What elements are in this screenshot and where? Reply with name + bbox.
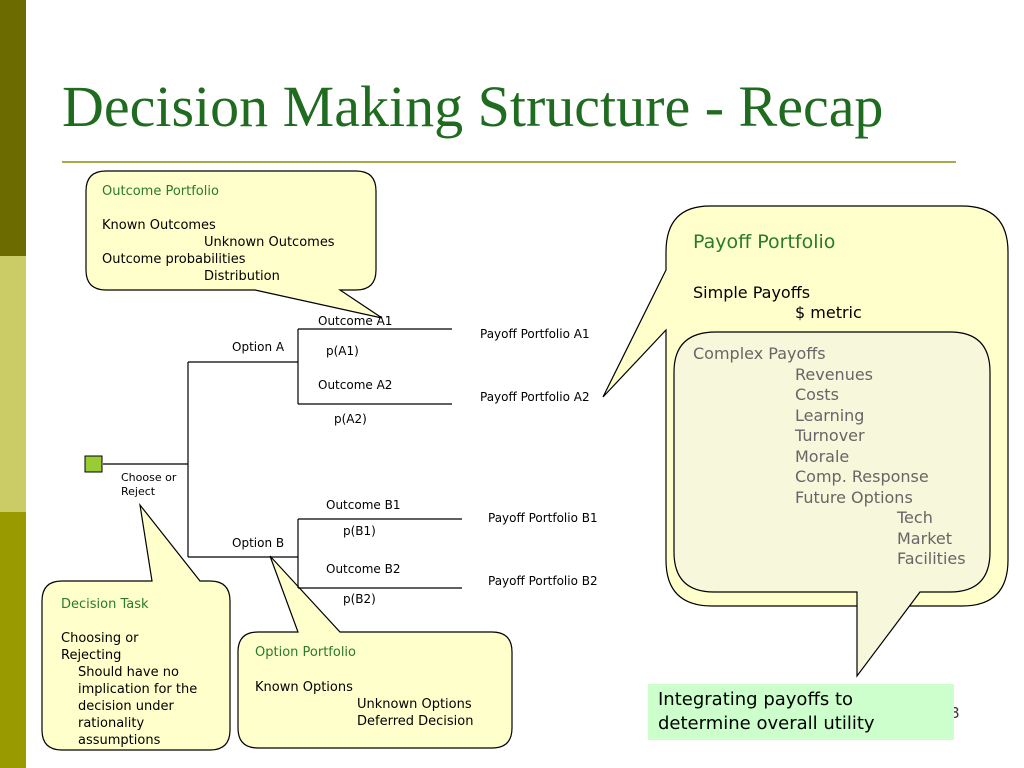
decision-task-line: Choosing or — [61, 631, 139, 646]
decision-task-callout-shape — [41, 502, 231, 751]
decision-label: Reject — [121, 485, 156, 498]
title-divider — [62, 161, 956, 163]
complex-payoff-subitem: Facilities — [897, 549, 966, 568]
decision-node — [84, 455, 103, 473]
complex-payoffs-heading: Complex Payoffs — [693, 344, 826, 363]
decision-task-line: Rejecting — [61, 648, 121, 663]
outcome-callout-shape — [85, 170, 383, 319]
outcome-probability: p(B1) — [343, 524, 376, 538]
decision-task-callout: Decision Task Choosing or Rejecting Shou… — [41, 502, 231, 751]
option-portfolio-callout: Option Portfolio Known Options Unknown O… — [237, 555, 513, 749]
payoff-line: Simple Payoffs — [693, 283, 810, 302]
option-portfolio-callout-shape — [237, 555, 513, 749]
complex-payoff-item: Morale — [795, 447, 849, 466]
complex-payoff-subitem: Market — [897, 529, 952, 548]
payoff-portfolio-label: Payoff Portfolio A2 — [480, 390, 590, 404]
payoff-portfolio-label: Payoff Portfolio B1 — [488, 511, 598, 525]
option-portfolio-line: Unknown Options — [357, 697, 472, 712]
side-bar-mid — [0, 512, 26, 768]
decision-task-heading: Decision Task — [61, 597, 149, 612]
page-number: 8 — [950, 704, 960, 722]
decision-task-line: implication for the — [78, 682, 197, 697]
outcome-probability: p(A1) — [326, 344, 359, 358]
complex-payoff-subitem: Tech — [896, 508, 933, 527]
complex-payoff-item: Turnover — [794, 426, 865, 445]
outcome-label: Outcome B2 — [326, 562, 400, 576]
payoff-portfolio-label: Payoff Portfolio A1 — [480, 327, 590, 341]
option-portfolio-heading: Option Portfolio — [255, 645, 356, 660]
slide-title: Decision Making Structure - Recap — [62, 74, 884, 139]
complex-payoff-item: Revenues — [795, 365, 873, 384]
decision-task-line: rationality — [78, 716, 145, 731]
decision-tree — [103, 328, 462, 589]
outcome-label: Outcome A1 — [318, 314, 392, 328]
outcome-portfolio-callout: Outcome Portfolio Known Outcomes Unknown… — [85, 170, 383, 319]
outcome-probability: p(A2) — [334, 412, 367, 426]
payoff-line: $ metric — [795, 303, 862, 322]
outcome-portfolio-heading: Outcome Portfolio — [102, 184, 219, 199]
utility-note-line: Integrating payoffs to — [658, 689, 854, 710]
complex-payoff-item: Future Options — [795, 488, 913, 507]
complex-payoff-item: Costs — [795, 385, 839, 404]
decision-task-line: decision under — [78, 699, 174, 714]
utility-note: Integrating payoffs to determine overall… — [648, 684, 954, 740]
side-bar-dark — [0, 0, 26, 256]
complex-payoff-item: Learning — [795, 406, 864, 425]
decision-task-line: assumptions — [78, 733, 161, 748]
outcome-probability: p(B2) — [343, 592, 376, 606]
outcome-portfolio-line: Outcome probabilities — [102, 252, 246, 267]
complex-payoff-shape — [673, 331, 991, 678]
utility-note-line: determine overall utility — [658, 713, 875, 734]
option-portfolio-line: Known Options — [255, 680, 353, 695]
outcome-label: Outcome B1 — [326, 498, 400, 512]
complex-payoff-item: Comp. Response — [795, 467, 929, 486]
side-bar-light — [0, 256, 26, 512]
payoff-portfolio-callout: Payoff Portfolio Simple Payoffs $ metric… — [602, 205, 1009, 678]
outcome-portfolio-line: Distribution — [204, 269, 280, 284]
decision-label: Choose or — [121, 471, 177, 484]
outcome-portfolio-line: Unknown Outcomes — [204, 235, 335, 250]
outcome-portfolio-line: Known Outcomes — [102, 218, 216, 233]
option-label: Option A — [232, 340, 285, 354]
outcome-label: Outcome A2 — [318, 378, 392, 392]
option-portfolio-line: Deferred Decision — [357, 714, 474, 729]
option-label: Option B — [232, 536, 284, 550]
payoff-portfolio-label: Payoff Portfolio B2 — [488, 574, 598, 588]
decision-task-line: Should have no — [78, 665, 179, 680]
payoff-heading: Payoff Portfolio — [693, 231, 835, 253]
